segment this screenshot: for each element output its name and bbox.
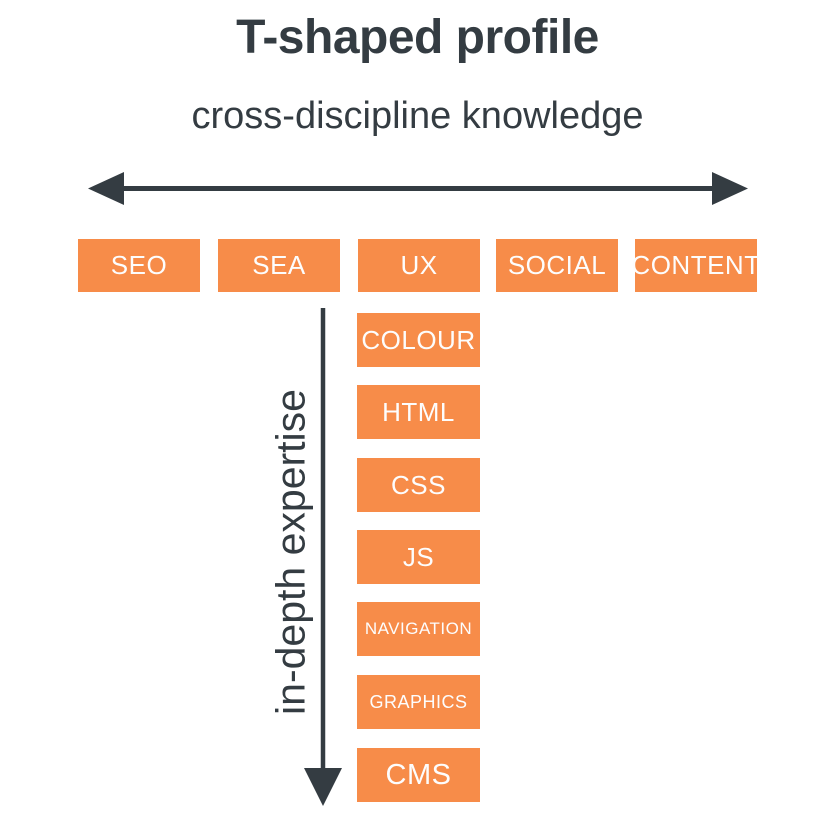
- depth-skill-label: GRAPHICS: [369, 691, 468, 712]
- depth-skill-box-html: HTML: [357, 385, 480, 439]
- depth-skill-label: CSS: [391, 469, 446, 500]
- depth-skill-label: JS: [402, 541, 435, 572]
- top-skill-label: UX: [400, 250, 438, 280]
- depth-skill-label: COLOUR: [361, 324, 476, 355]
- depth-skill-box-graphics: GRAPHICS: [357, 675, 480, 729]
- depth-skill-label: CMS: [385, 758, 452, 791]
- top-skill-label: CONTENT: [631, 250, 761, 280]
- subtitle-cross-discipline: cross-discipline knowledge: [191, 95, 644, 137]
- depth-skill-box-css: CSS: [357, 458, 480, 512]
- top-skill-box-social: SOCIAL: [496, 239, 618, 292]
- vertical-axis-label: in-depth expertise: [267, 389, 314, 715]
- depth-skill-box-js: JS: [357, 530, 480, 584]
- top-skill-box-content: CONTENT: [631, 239, 760, 292]
- horizontal-double-arrow-icon: [88, 172, 748, 205]
- page-title: T-shaped profile: [236, 11, 599, 64]
- top-skill-box-seo: SEO: [78, 239, 200, 292]
- depth-skill-box-colour: COLOUR: [357, 313, 480, 367]
- vertical-down-arrow-icon: [304, 308, 342, 806]
- top-skill-box-sea: SEA: [218, 239, 340, 292]
- top-skill-label: SEA: [252, 250, 306, 280]
- top-skill-label: SEO: [110, 250, 168, 280]
- depth-skill-label: HTML: [382, 396, 455, 427]
- top-skill-box-ux: UX: [358, 239, 480, 292]
- top-skill-label: SOCIAL: [507, 250, 607, 280]
- depth-skill-box-cms: CMS: [357, 748, 480, 802]
- depth-skill-label: NAVIGATION: [364, 619, 473, 638]
- depth-skill-box-navigation: NAVIGATION: [357, 602, 480, 656]
